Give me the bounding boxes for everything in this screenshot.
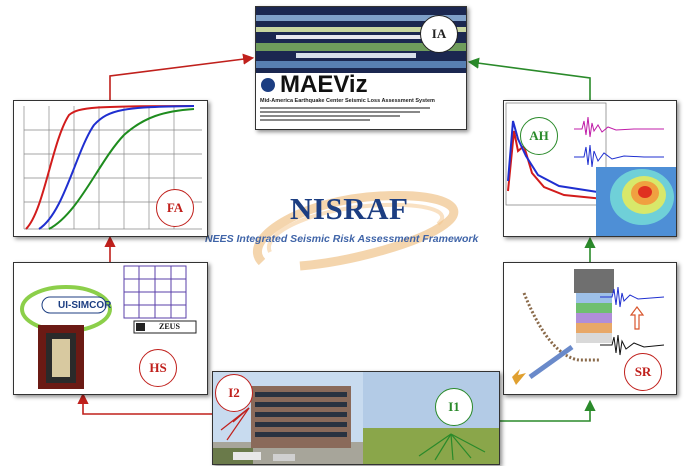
time-history-blue xyxy=(574,144,664,168)
maeviz-logo: MAEViz xyxy=(280,71,368,98)
curve-blue xyxy=(38,105,195,230)
arrow-i1-to-sr xyxy=(498,399,596,422)
arrow-ah-to-ia xyxy=(467,57,591,100)
frame-structure-drawing xyxy=(123,265,187,319)
time-history-magenta xyxy=(574,116,664,138)
ui-simcor-logo: UI-SIMCOR xyxy=(58,300,112,311)
badge-fa: FA xyxy=(156,189,194,227)
curve-green xyxy=(48,108,195,230)
swoosh-logo xyxy=(252,191,459,271)
fa-panel: FA xyxy=(13,100,208,237)
maeviz-caption: Mid-America Earthquake Center Seismic Lo… xyxy=(260,98,435,104)
arrow-fa-to-ia xyxy=(109,53,255,100)
badge-ah: AH xyxy=(520,117,558,155)
badge-sr: SR xyxy=(624,353,662,391)
badge-i2: I2 xyxy=(215,374,253,412)
spectrum-blue xyxy=(507,120,605,194)
badge-i1: I1 xyxy=(435,388,473,426)
curve-red xyxy=(25,105,195,230)
nisraf-title: NISRAF xyxy=(290,191,409,226)
surface-motion-blue xyxy=(600,286,665,308)
zeus-logo: ZEUS xyxy=(159,322,180,331)
ia-panel: MAEViz Mid-America Earthquake Center Sei… xyxy=(255,6,467,130)
ah-panel: AH xyxy=(503,100,677,237)
base-motion-black xyxy=(600,334,665,356)
badge-hs: HS xyxy=(139,349,177,387)
up-arrow-icon xyxy=(629,306,645,330)
fragility-curves-plot xyxy=(23,105,202,230)
badge-ia: IA xyxy=(420,15,458,53)
site-response-image xyxy=(512,269,665,385)
inventory-photo: I2 I1 xyxy=(212,371,500,465)
arrow-i2-to-hs xyxy=(77,392,212,415)
hybrid-simulation-image xyxy=(20,265,197,389)
sr-panel: SR xyxy=(503,262,677,395)
nisraf-subtitle: NEES Integrated Seismic Risk Assessment … xyxy=(205,233,479,245)
ground-motion-plots xyxy=(505,102,676,236)
hs-panel: UI-SIMCOR ZEUS HS xyxy=(13,262,208,395)
